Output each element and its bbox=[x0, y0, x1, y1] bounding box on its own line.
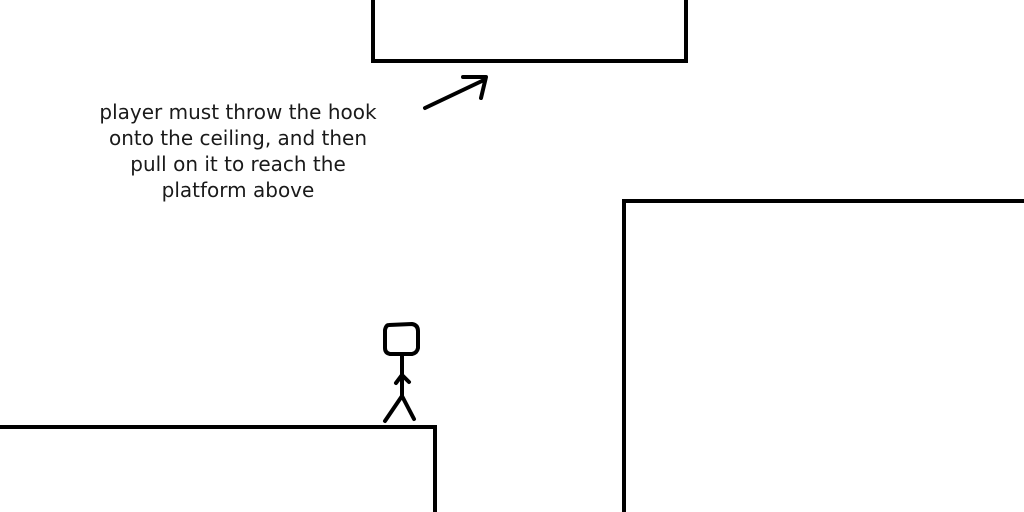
annotation-text: player must throw the hook onto the ceil… bbox=[78, 99, 398, 203]
ceiling-block bbox=[371, 0, 688, 63]
player-head bbox=[383, 322, 420, 356]
annotation-arrow bbox=[423, 75, 488, 110]
stick-figure-player bbox=[383, 322, 420, 423]
annotation-line-1: player must throw the hook bbox=[99, 100, 377, 124]
player-legs bbox=[383, 394, 416, 423]
annotation-line-3: pull on it to reach the bbox=[130, 152, 346, 176]
right-platform bbox=[622, 199, 1024, 512]
annotation-line-2: onto the ceiling, and then bbox=[108, 126, 368, 150]
player-arms bbox=[394, 373, 411, 385]
annotation-line-4: platform above bbox=[161, 178, 315, 202]
left-platform bbox=[0, 425, 437, 512]
